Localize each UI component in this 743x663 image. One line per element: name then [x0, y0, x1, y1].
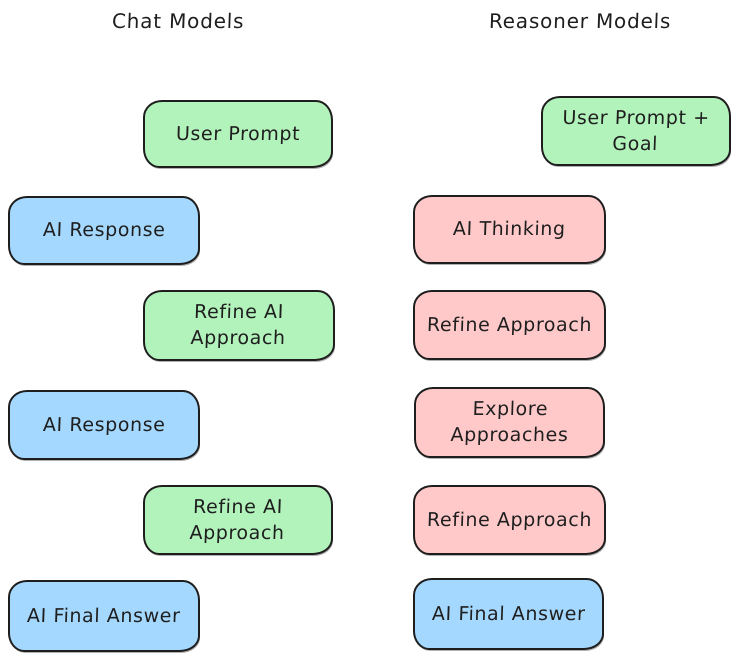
diagram-box-chat-ai-response-2: AI Response — [8, 390, 200, 460]
diagram-box-chat-refine-2: Refine AI Approach — [143, 485, 333, 555]
diagram-box-reasoner-user-prompt: User Prompt + Goal — [541, 96, 731, 166]
column-title-chat-models: Chat Models — [111, 9, 245, 33]
diagram-box-reasoner-refine-1: Refine Approach — [413, 290, 606, 360]
diagram-box-chat-refine-1: Refine AI Approach — [143, 290, 335, 361]
diagram-box-label: Refine Approach — [426, 508, 593, 531]
diagram-box-reasoner-ai-thinking: AI Thinking — [413, 195, 606, 264]
diagram-box-label: AI Final Answer — [431, 602, 586, 625]
diagram-box-label: AI Response — [42, 219, 166, 242]
diagram-box-reasoner-explore: Explore Approaches — [414, 387, 605, 458]
diagram-box-label: User Prompt + Goal — [562, 106, 711, 155]
diagram-box-label: Refine AI Approach — [189, 495, 286, 544]
diagram-box-reasoner-final-answer: AI Final Answer — [413, 578, 604, 650]
diagram-box-chat-final-answer: AI Final Answer — [8, 580, 200, 652]
diagram-box-label: AI Final Answer — [26, 604, 182, 627]
diagram-box-chat-ai-response-1: AI Response — [8, 196, 200, 265]
diagram-box-label: Explore Approaches — [449, 398, 569, 447]
diagram-box-label: Refine AI Approach — [190, 301, 287, 350]
diagram-box-label: User Prompt — [175, 122, 301, 145]
diagram-box-chat-user-prompt: User Prompt — [143, 100, 333, 168]
diagram-box-label: AI Thinking — [452, 218, 567, 241]
diagram-box-label: AI Response — [42, 413, 166, 436]
diagram-box-label: Refine Approach — [426, 313, 593, 336]
diagram-box-reasoner-refine-2: Refine Approach — [413, 485, 606, 555]
column-title-reasoner-models: Reasoner Models — [488, 9, 672, 33]
